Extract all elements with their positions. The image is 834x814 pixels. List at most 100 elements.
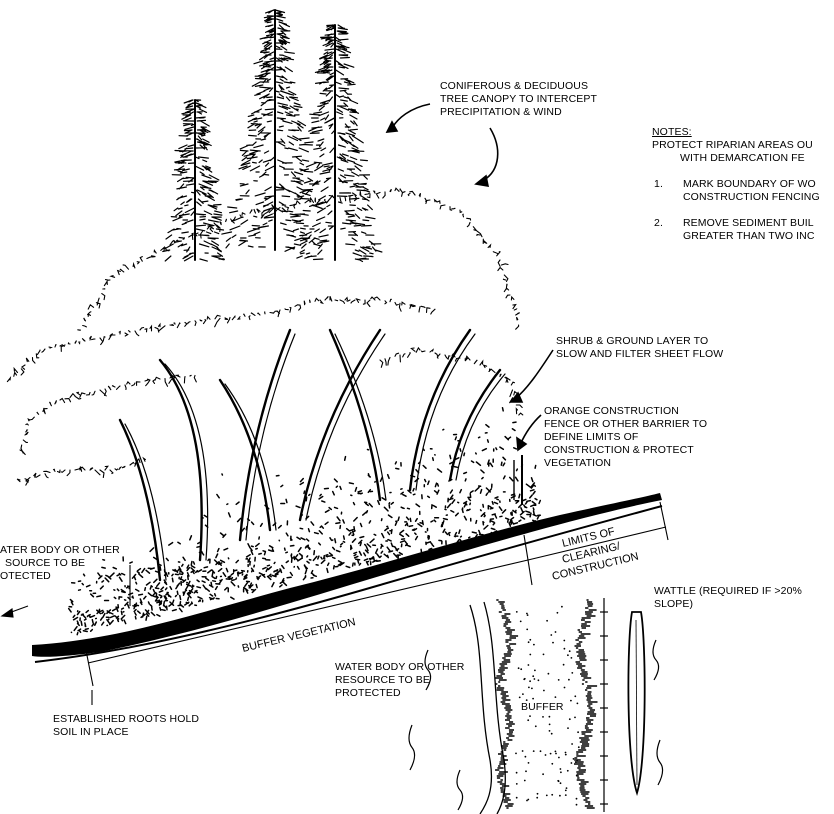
buffer-dot	[575, 761, 577, 763]
deciduous-trunk	[330, 330, 380, 500]
buffer-dot	[555, 751, 557, 753]
buffer-dot	[516, 772, 518, 774]
note-item-line: MARK BOUNDARY OF WO	[683, 178, 820, 191]
buffer-dot	[549, 730, 551, 732]
shrub-label-line: SLOW AND FILTER SHEET FLOW	[556, 348, 723, 361]
buffer-dot	[519, 697, 521, 699]
buffer-dot	[551, 794, 553, 796]
note-item-line: GREATER THAN TWO INC	[683, 230, 820, 243]
buffer-dot	[515, 753, 517, 755]
buffer-dot	[534, 670, 536, 672]
buffer-dot	[550, 753, 552, 755]
notes-intro-line: PROTECT RIPARIAN AREAS OU	[652, 139, 820, 152]
roots-label-line: SOIL IN PLACE	[53, 726, 199, 739]
buffer-dot	[522, 693, 524, 695]
buffer-dot	[565, 790, 567, 792]
shrub-ground-layer	[69, 408, 541, 635]
canopy-outline-left-edge	[17, 458, 145, 485]
buffer-dot	[558, 757, 560, 759]
notes-intro-line: WITH DEMARCATION FE	[652, 152, 820, 165]
buffer-dot	[529, 680, 531, 682]
buffer-dot	[569, 718, 571, 720]
deciduous-trunk-edge	[306, 334, 385, 520]
buffer-dot	[546, 620, 548, 622]
buffer-dot	[577, 703, 579, 705]
buffer-dot	[563, 640, 565, 642]
deciduous-trunk	[220, 380, 270, 530]
buffer-dot	[560, 768, 562, 770]
buffer-dot	[564, 648, 566, 650]
canopy-outline-lower-left	[20, 375, 196, 454]
roots-label: ESTABLISHED ROOTS HOLD SOIL IN PLACE	[53, 713, 199, 739]
buffer-dot	[576, 804, 578, 806]
buffer-dot	[520, 668, 522, 670]
buffer-dot	[559, 795, 561, 797]
buffer-dot	[578, 746, 580, 748]
buffer-dot	[560, 782, 562, 784]
stream-line	[409, 725, 415, 770]
water-plan-line: RESOURCE TO BE	[335, 674, 464, 687]
buffer-dot	[550, 634, 552, 636]
buffer-dot	[557, 612, 559, 614]
buffer-dot	[542, 716, 544, 718]
buffer-dot	[525, 770, 527, 772]
label-leaders	[387, 104, 553, 450]
fence-label-line: VEGETATION	[544, 457, 707, 470]
canopy-label: CONIFEROUS & DECIDUOUS TREE CANOPY TO IN…	[440, 80, 597, 119]
buffer-dot	[516, 797, 518, 799]
buffer-dot	[573, 758, 575, 760]
buffer-dot	[574, 695, 576, 697]
buffer-dot	[528, 664, 530, 666]
notes-block: NOTES: PROTECT RIPARIAN AREAS OU WITH DE…	[652, 126, 820, 243]
note-item-line: CONSTRUCTION FENCING	[683, 191, 820, 204]
note-item-2: 2. REMOVE SEDIMENT BUIL GREATER THAN TWO…	[652, 217, 820, 243]
water-plan-line: PROTECTED	[335, 687, 464, 700]
buffer-dot	[528, 762, 530, 764]
buffer-dot	[536, 797, 538, 799]
wattle-label: WATTLE (REQUIRED IF >20% SLOPE)	[654, 585, 802, 611]
buffer-dot	[569, 650, 571, 652]
buffer-dot	[537, 793, 539, 795]
fence-arrowhead	[517, 438, 526, 450]
stream-line	[653, 640, 659, 680]
buffer-dot	[551, 763, 553, 765]
buffer-dot	[534, 678, 536, 680]
buffer-dot	[577, 731, 579, 733]
stream-line	[457, 770, 463, 810]
buffer-dot	[561, 606, 563, 608]
buffer-dot	[533, 750, 535, 752]
buffer-dot	[543, 690, 545, 692]
buffer-dot	[533, 644, 535, 646]
water-body-left-label: ATER BODY OR OTHER SOURCE TO BE OTECTED	[0, 544, 120, 583]
buffer-dot	[527, 614, 529, 616]
fence-label-line: CONSTRUCTION & PROTECT	[544, 444, 707, 457]
note-item-number: 2.	[654, 217, 663, 230]
water-body-plan-label: WATER BODY OR OTHER RESOURCE TO BE PROTE…	[335, 661, 464, 700]
water-edge-line	[470, 605, 491, 814]
buffer-dot	[555, 631, 557, 633]
buffer-dot	[545, 754, 547, 756]
buffer-dot	[543, 654, 545, 656]
canopy-label-line: TREE CANOPY TO INTERCEPT	[440, 93, 597, 106]
canopy-arrowhead-2	[476, 176, 488, 186]
note-item-number: 1.	[654, 178, 663, 191]
fence-leader	[520, 415, 541, 445]
buffer-dot	[567, 654, 569, 656]
deciduous-trunk	[160, 360, 202, 560]
buffer-dot	[565, 754, 567, 756]
buffer-dot	[576, 775, 578, 777]
deciduous-trunk	[120, 420, 160, 580]
buffer-dot	[551, 733, 553, 735]
canopy-outline-upper	[78, 188, 520, 330]
stream-line	[657, 740, 663, 785]
buffer-dot	[520, 621, 522, 623]
buffer-dot	[540, 750, 542, 752]
buffer-dot	[576, 759, 578, 761]
buffer-dot	[549, 716, 551, 718]
buffer-dot	[535, 725, 537, 727]
conifer-needles	[163, 100, 225, 261]
buffer-dot	[532, 698, 534, 700]
shrub-leader	[516, 350, 553, 398]
fence-label-line: DEFINE LIMITS OF	[544, 431, 707, 444]
